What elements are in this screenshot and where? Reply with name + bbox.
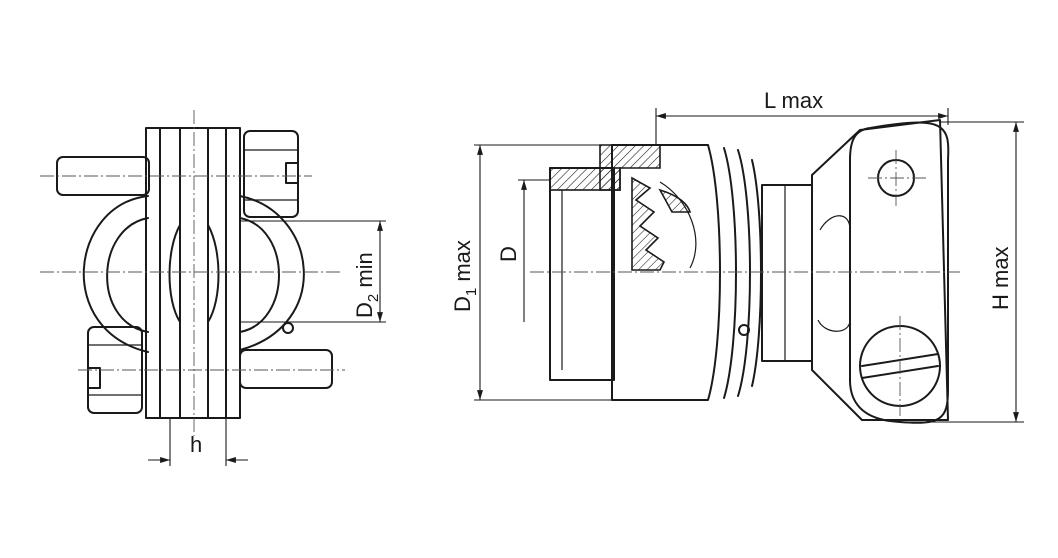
thread-arc: [659, 181, 697, 269]
pin-hole: [282, 322, 294, 334]
top-nut: [243, 130, 299, 218]
bottom-nut-slot: [87, 367, 101, 389]
h-max-label: H max: [988, 246, 1013, 310]
bottom-bolt-shank: [239, 349, 333, 389]
top-nut-slot: [285, 162, 299, 184]
thread-hatch-2: [658, 188, 692, 213]
sleeve: [549, 167, 615, 381]
thread-teeth: [631, 176, 666, 271]
head-recess: [817, 215, 851, 332]
front-view: L max H max D1 max D: [450, 88, 1024, 424]
side-view: D2 min h: [40, 110, 386, 466]
flange-1: [723, 147, 737, 399]
inner-ring-left: [106, 217, 149, 333]
h-label: h: [190, 432, 202, 457]
main-body: [611, 144, 721, 401]
d-label: D: [496, 246, 521, 262]
l-label: L max: [764, 88, 823, 113]
flange-3: [751, 159, 762, 387]
d1-label: D1 max: [450, 240, 480, 312]
body-hole: [738, 324, 750, 336]
flange-2: [737, 149, 751, 397]
outer-ring-left: [82, 195, 149, 353]
d2-label: D2 min: [352, 252, 382, 318]
head-cone: [811, 119, 949, 421]
collar-section: [599, 144, 661, 191]
neck: [761, 184, 813, 362]
plate-bulge: [168, 224, 220, 323]
inner-ring-right: [239, 217, 280, 333]
outer-ring-right: [239, 195, 305, 351]
